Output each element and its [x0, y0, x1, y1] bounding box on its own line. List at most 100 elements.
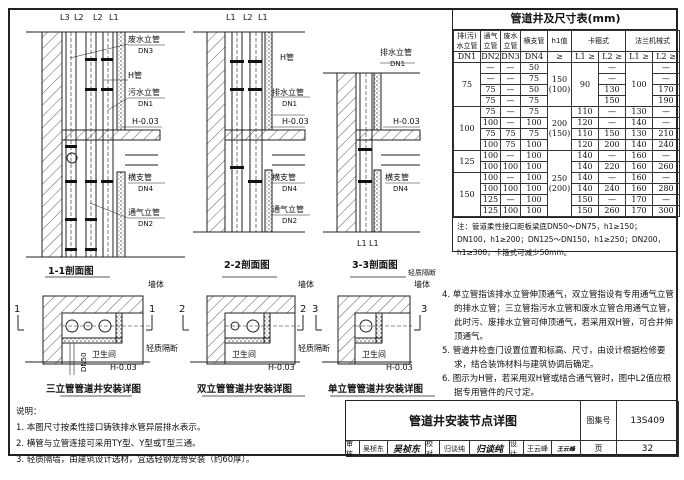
label-dn3: DN3 — [138, 47, 153, 55]
table-cell: 100 — [500, 183, 521, 195]
note-item: 4. 单立管指该排水立管伸顶通气，双立管指设有专用通气立管的排水立管；三立管指污… — [442, 290, 676, 342]
table-cell: 75 — [480, 95, 501, 107]
label-branch: 横支管 — [385, 172, 409, 182]
section-1-1 — [26, 31, 185, 258]
dim-label: L1 — [226, 13, 236, 22]
table-cell: — — [500, 117, 521, 129]
drawing-frame — [8, 8, 678, 456]
plan-three-riser-title: 三立管管道井安装详图 — [46, 383, 141, 395]
header-flange-l1: L1 ≥ — [625, 51, 653, 63]
section-mark: 2 — [300, 304, 306, 315]
section-mark: 1 — [14, 304, 20, 315]
table-cell: 170 — [625, 194, 653, 206]
label-bathroom: 卫生间 — [232, 349, 256, 359]
dim-label: L1 — [109, 13, 119, 22]
plan-double-riser-title: 双立管管道井安装详图 — [196, 383, 292, 395]
table-cell: 160 — [625, 172, 653, 184]
plan-three-riser — [17, 295, 153, 375]
table-cell: — — [598, 194, 626, 206]
drawing-labels: L3 L2 L2 L1 废水立管 DN3 H管 污水立管 DN1 H-0.03 … — [14, 13, 436, 395]
table-cell: 130 — [598, 84, 626, 96]
table-cell: — — [652, 150, 680, 162]
table-cell: 240 — [652, 139, 680, 151]
table-cell: 130 — [625, 128, 653, 140]
label-partition: 轻质隔断 — [298, 343, 330, 353]
table-cell: 50 — [520, 84, 548, 96]
table-cell: 150 — [598, 95, 626, 107]
table-cell: 220 — [598, 161, 626, 173]
label-vent-riser: 通气立管 — [128, 207, 160, 217]
label-wall: 墙体 — [148, 279, 164, 289]
table-cell: — — [598, 73, 626, 85]
table-cell: 130 — [625, 106, 653, 118]
table-cell: 100 — [480, 172, 501, 184]
table-cell: 75 — [520, 95, 548, 107]
table-cell: 100 — [480, 150, 501, 162]
label-elevation: H-0.03 — [268, 363, 295, 372]
label-vent-riser: 通气立管 — [272, 204, 304, 214]
table-cell: 110 — [571, 106, 599, 118]
table-row: ——75—— — [454, 73, 680, 85]
table-title: 管道井及尺寸表(mm) — [453, 8, 678, 30]
label-h-pipe: H管 — [280, 52, 294, 62]
label-bathroom: 卫生间 — [92, 349, 116, 359]
dim-label: L2 — [243, 13, 253, 22]
table-cell: 210 — [652, 128, 680, 140]
dim-label: L1 — [357, 239, 367, 248]
table-cell: 75 — [480, 84, 501, 96]
table-cell: 160 — [625, 161, 653, 173]
table-cell: 75 — [480, 106, 501, 118]
table-cell: 100 — [520, 161, 548, 173]
table-cell: 150 — [598, 128, 626, 140]
table-cell: 100 — [453, 106, 481, 151]
header-dn2: 通气立管 — [480, 30, 501, 52]
table-cell: 280 — [652, 183, 680, 195]
header-clamp-l2: L2 ≥ — [598, 51, 626, 63]
table-cell: 120 — [571, 139, 599, 151]
table-cell: 260 — [652, 161, 680, 173]
plan-single-riser — [315, 295, 421, 365]
table-cell: 250 (200) — [547, 150, 572, 217]
table-cell: 150 (100) — [547, 62, 572, 107]
review-label: 审核 — [346, 440, 360, 458]
table-cell: 100 — [520, 139, 548, 151]
table-cell: — — [652, 62, 680, 74]
table-cell: — — [500, 95, 521, 107]
designer-signature: 王云峰 — [552, 441, 581, 457]
table-cell: 140 — [571, 150, 599, 162]
label-branch: 横支管 — [128, 172, 152, 182]
table-cell: 240 — [598, 183, 626, 195]
table-cell: 100 — [520, 205, 548, 217]
title-block: 管道井安装节点详图 图集号 13S409 审核 吴桢东 吴祯东 校对 归谈纯 归… — [345, 400, 679, 458]
label-elevation: H-0.03 — [282, 117, 309, 126]
table-cell: — — [652, 106, 680, 118]
label-wall: 墙体 — [298, 279, 314, 289]
label-dn2: DN2 — [138, 220, 153, 228]
table-cell: — — [652, 117, 680, 129]
table-cell: 100 — [480, 117, 501, 129]
label-elevation: H-0.03 — [110, 363, 137, 372]
section-mark: 3 — [421, 304, 427, 315]
table-cell: 100 — [480, 139, 501, 151]
table-cell: — — [652, 172, 680, 184]
table-cell: 110 — [571, 128, 599, 140]
table-cell: 100 — [500, 205, 521, 217]
designer-name: 王云峰 — [524, 441, 552, 457]
table-cell: 150 — [453, 172, 481, 217]
checker-signature: 归谈纯 — [470, 441, 510, 457]
table-cell: 200 — [598, 139, 626, 151]
label-elevation: H-0.03 — [132, 117, 159, 126]
label-bathroom: 卫生间 — [362, 349, 386, 359]
note-item: 2. 横管与立管连接可采用TY型、Y型或T型三通。 — [16, 439, 201, 449]
note-item: 1. 本图尺寸按柔性接口铸铁排水管异层排水表示。 — [16, 423, 206, 433]
table-cell: 75 — [520, 106, 548, 118]
label-dn4: DN4 — [138, 185, 154, 193]
table-cell: 125 — [480, 194, 501, 206]
page-label: 页 — [581, 441, 617, 457]
